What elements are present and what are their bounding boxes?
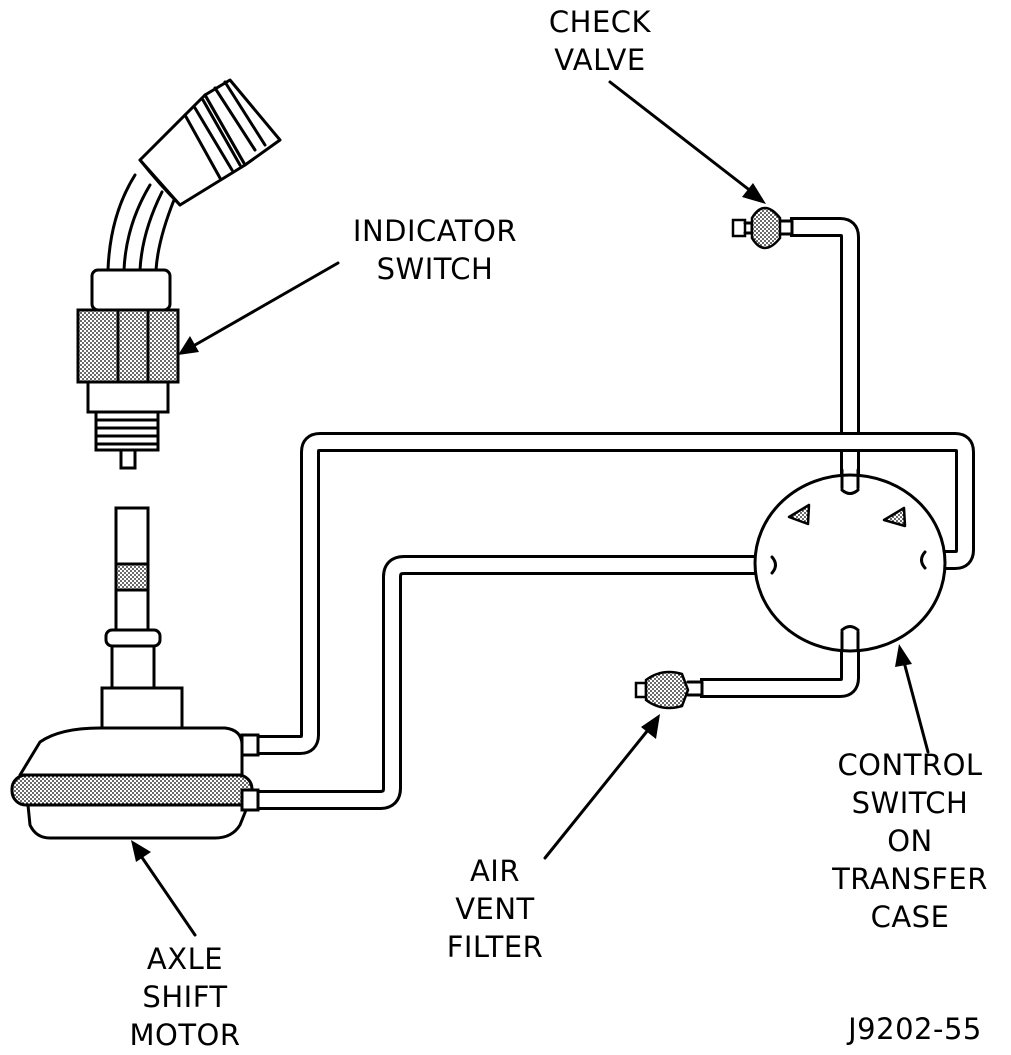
control-switch-label: CONTROL SWITCH ON TRANSFER CASE [832, 748, 988, 934]
check-valve-label: CHECK VALVE [548, 5, 652, 77]
indicator-switch-harness [106, 78, 282, 272]
air-vent-filter-label: AIR VENT FILTER [446, 854, 544, 964]
figure-id: J9202-55 [848, 1012, 982, 1046]
axle-shift-motor-label: AXLE SHIFT MOTOR [129, 942, 241, 1052]
control-switch-arrow-left-icon [787, 503, 811, 526]
control-switch-arrow-right-icon [882, 506, 907, 528]
vacuum-tube-check-valve [790, 217, 860, 488]
air-vent-filter-icon [634, 670, 704, 710]
axle-shift-motor-body [10, 726, 260, 840]
vacuum-tube-air-vent [700, 632, 860, 698]
air-vent-filter-leader-arrow [543, 714, 660, 860]
vacuum-tube-lower [258, 555, 772, 810]
check-valve-icon [731, 206, 794, 250]
indicator-switch-body [76, 268, 180, 470]
vacuum-tube-upper [258, 432, 975, 755]
check-valve-leader-arrow [608, 80, 766, 204]
control-switch-leader-arrow [895, 644, 930, 754]
axle-shift-motor-shaft [100, 506, 184, 732]
axle-shift-motor-leader-arrow [131, 840, 197, 937]
control-switch-body [753, 468, 947, 653]
indicator-switch-leader-arrow [178, 261, 340, 355]
indicator-switch-label: INDICATOR SWITCH [352, 214, 518, 286]
